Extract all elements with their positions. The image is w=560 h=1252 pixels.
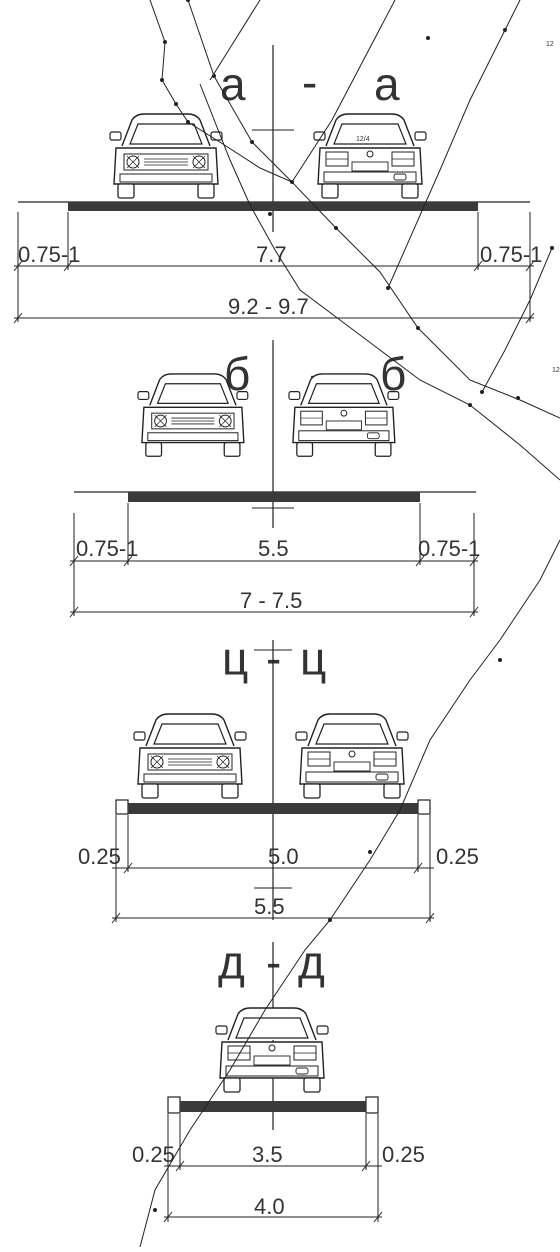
section-a: а - а 12/4 0.75-1 7.7 0.75-1 9.2 - 9.7 (13, 45, 542, 324)
section-d-curb-right (365, 1096, 379, 1114)
section-d-total-width: 4.0 (254, 1194, 285, 1219)
section-c-car-front (133, 713, 247, 799)
section-b-lanes-width: 5.5 (258, 536, 289, 561)
section-d-label-right: д (298, 936, 325, 988)
section-c-label-right: ц (300, 632, 326, 684)
section-a-car-front (109, 113, 223, 199)
section-d-lanes-width: 3.5 (252, 1142, 283, 1167)
section-a-shoulder-left: 0.75-1 (18, 242, 80, 267)
section-c-curb-left (115, 799, 129, 815)
section-d: д - д 0.25 3.5 0.25 4.0 (132, 936, 425, 1223)
section-c-label-left: ц (222, 632, 248, 684)
section-b-shoulder-right: 0.75-1 (418, 536, 480, 561)
section-c-total-width: 5.5 (254, 894, 285, 919)
survey-points (153, 0, 554, 1212)
section-a-separator: - (302, 56, 317, 108)
section-b: б - б 0.75-1 5.5 0.75-1 7 - 7.5 (69, 340, 480, 618)
survey-lines (139, 0, 560, 1248)
section-c: ц - ц 0.25 5.0 0.25 5.5 (78, 632, 479, 924)
section-a-car-plate: 12/4 (356, 136, 370, 143)
section-a-pavement (68, 202, 478, 211)
section-c-separator: - (266, 632, 281, 684)
section-c-car-rear (295, 713, 409, 799)
section-a-label-right: а (374, 58, 400, 110)
section-d-shoulder-right: 0.25 (382, 1142, 425, 1167)
section-a-label-left: а (220, 58, 246, 110)
section-a-total-width: 9.2 - 9.7 (228, 294, 309, 319)
section-c-shoulder-right: 0.25 (436, 844, 479, 869)
section-b-shoulder-left: 0.75-1 (76, 536, 138, 561)
section-d-pavement (180, 1101, 366, 1112)
section-d-separator: - (266, 936, 281, 988)
section-d-label-left: д (218, 936, 245, 988)
section-c-lanes-width: 5.0 (268, 844, 299, 869)
section-a-lanes-width: 7.7 (256, 242, 287, 267)
section-c-pavement (128, 803, 418, 814)
edge-mark-middle: 12 (552, 367, 560, 374)
section-c-shoulder-left: 0.25 (78, 844, 121, 869)
section-c-curb-right (417, 799, 431, 815)
edge-mark-top: 12 (546, 41, 554, 48)
section-b-total-width: 7 - 7.5 (240, 588, 302, 613)
section-a-shoulder-right: 0.75-1 (480, 242, 542, 267)
section-d-car-rear (215, 1007, 329, 1093)
section-a-car-rear (313, 113, 427, 199)
section-d-shoulder-left: 0.25 (132, 1142, 175, 1167)
section-d-curb-left (167, 1096, 181, 1114)
section-b-pavement (128, 492, 420, 502)
